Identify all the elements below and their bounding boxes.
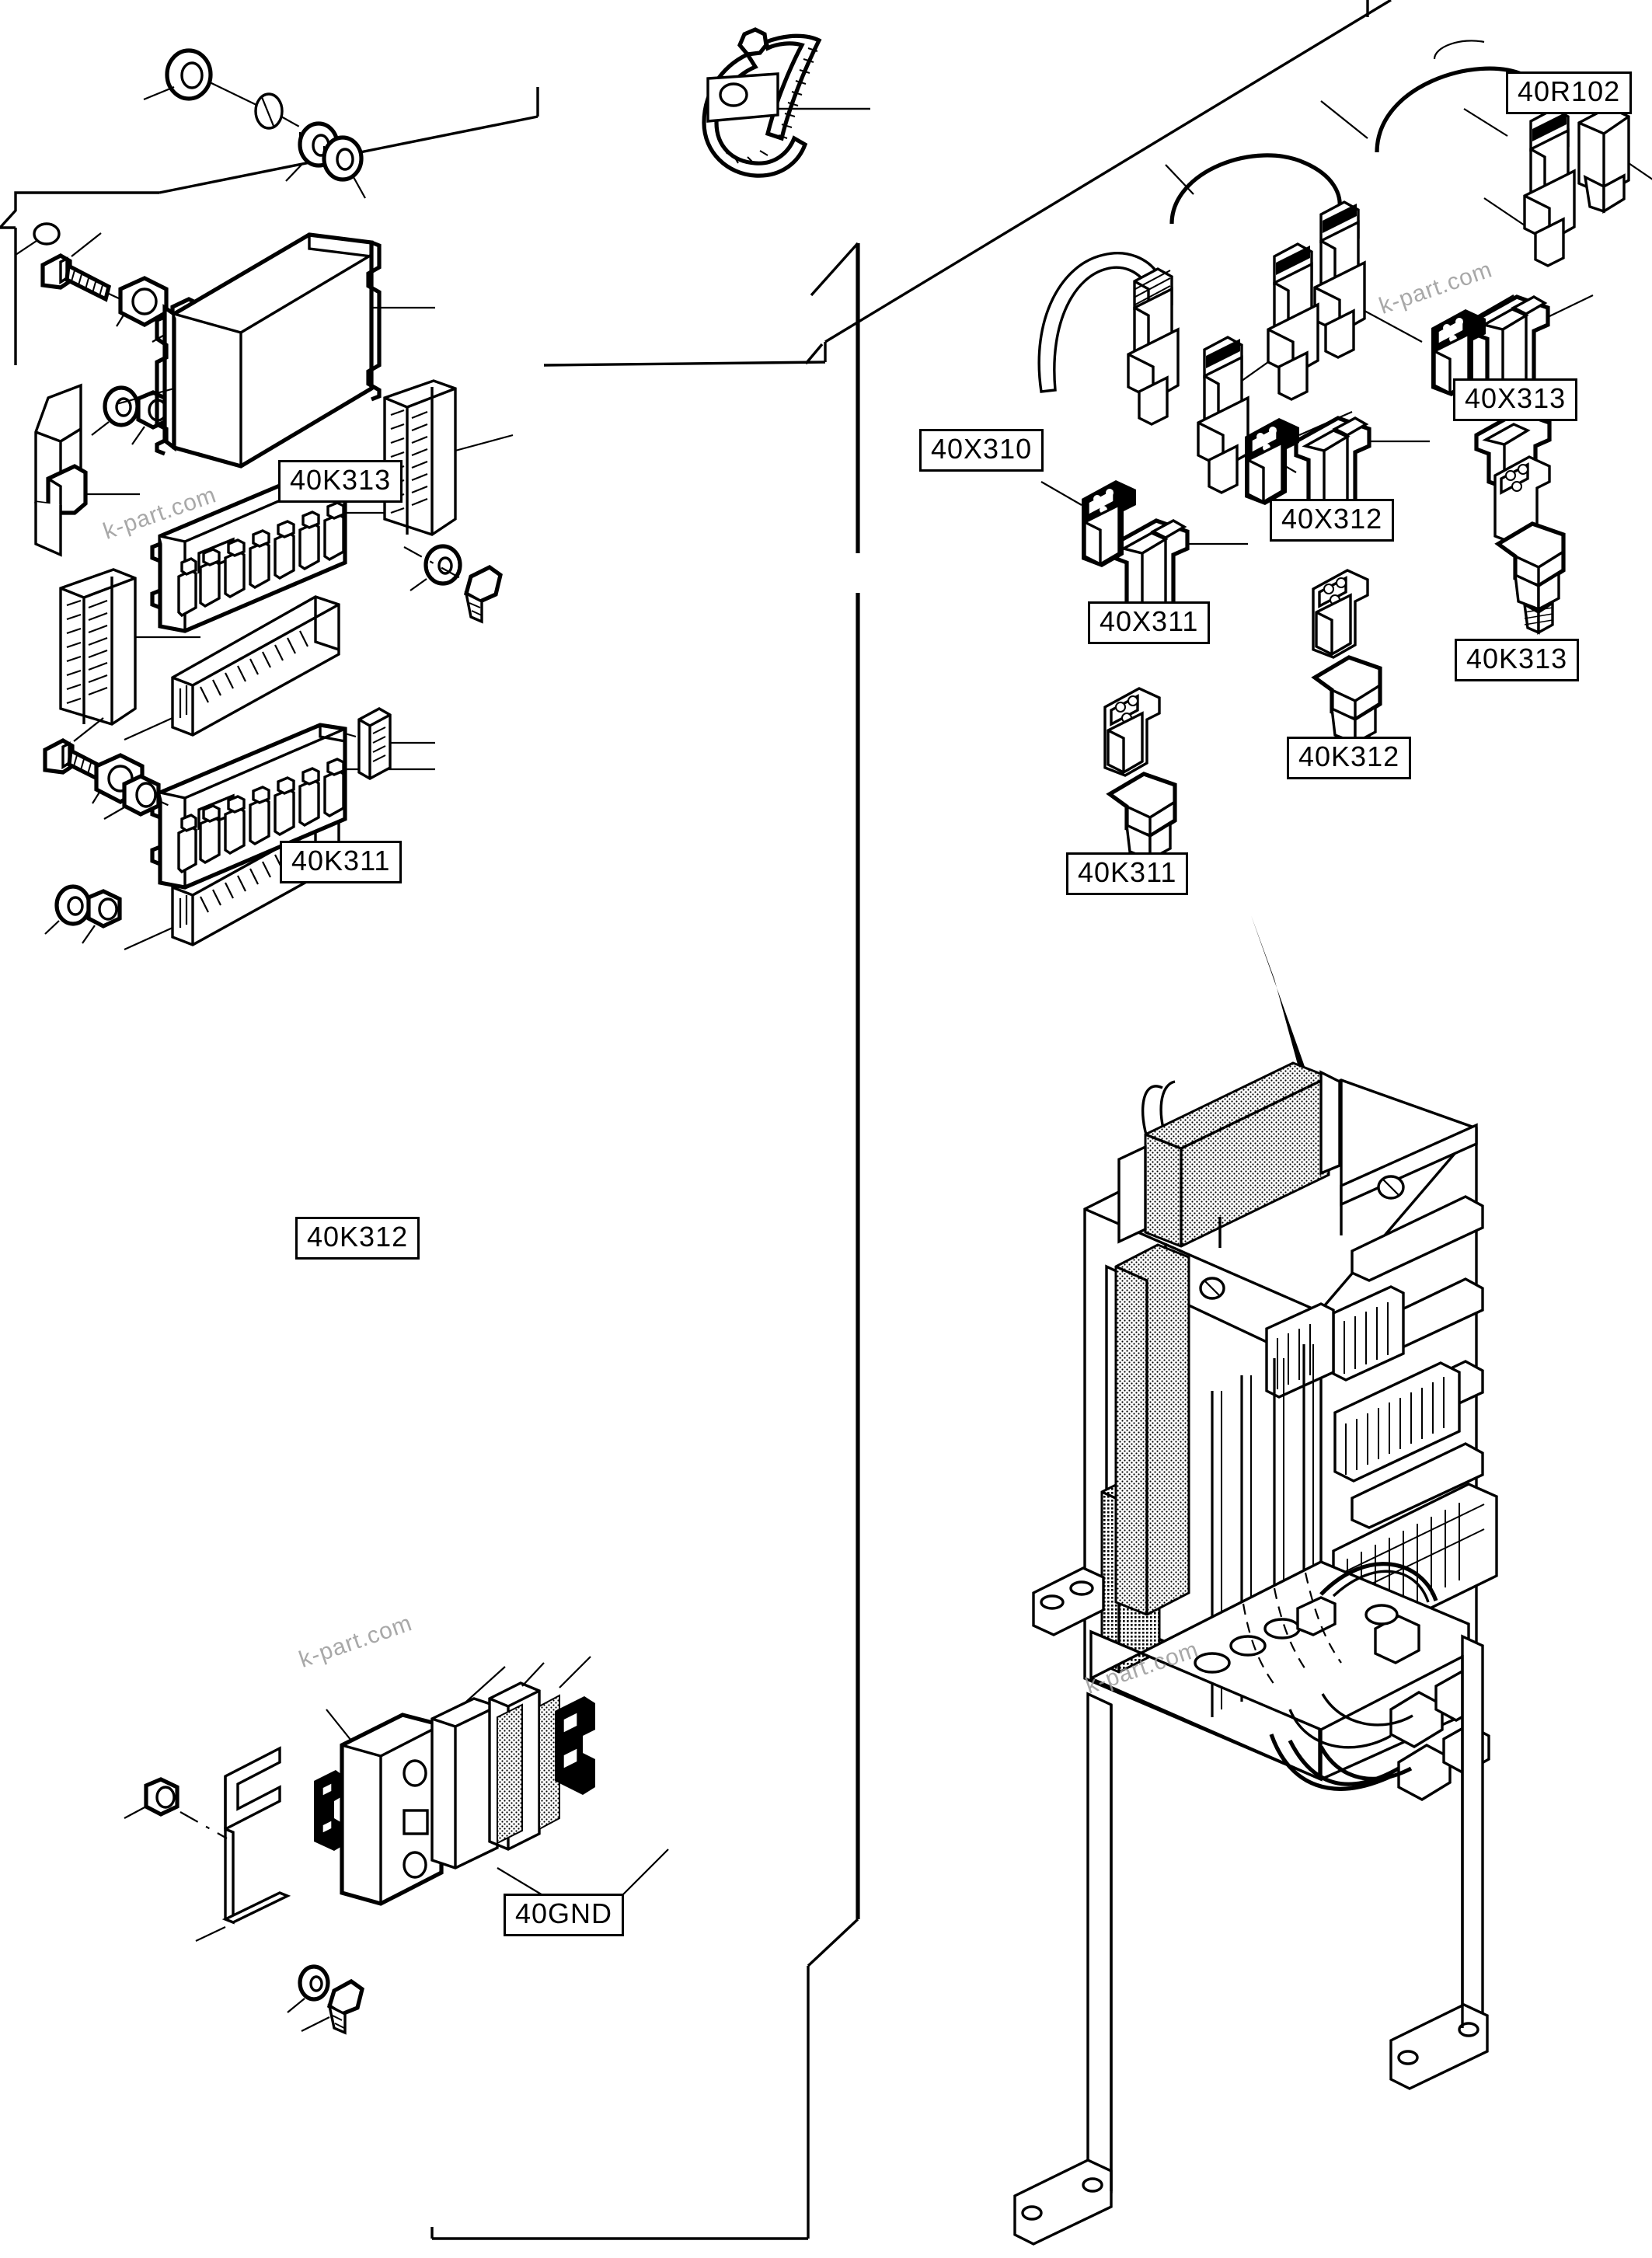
part-cable-conduit-elbow xyxy=(34,383,140,557)
callout-40k311-right[interactable]: 40K311 xyxy=(1066,852,1189,895)
receptacle-x311 xyxy=(1040,480,1136,567)
part-flat-washer-mid xyxy=(91,385,140,436)
part-cable-duct-vertical-right xyxy=(383,379,514,536)
callout-40k312-left[interactable]: 40K312 xyxy=(295,1217,420,1260)
relay-socket-x311 xyxy=(1103,687,1161,777)
part-flat-washer-duct xyxy=(410,544,462,591)
part-washer-pair-mid xyxy=(285,121,366,199)
sheet-divider xyxy=(543,0,1392,367)
callout-40r102[interactable]: 40R102 xyxy=(1506,71,1633,114)
callout-40x312-upper[interactable]: 40X312 xyxy=(1270,499,1395,542)
connector-plug-r102-right xyxy=(1483,107,1576,267)
callout-40k313-right[interactable]: 40K313 xyxy=(1455,639,1580,681)
part-jumper-cable-lower xyxy=(1165,153,1342,225)
part-flat-washer-top xyxy=(143,48,213,101)
connector-plug-x311-upper xyxy=(1219,242,1319,401)
receptacle-x312 xyxy=(1245,410,1353,505)
part-relay-module-40k313 xyxy=(116,232,435,469)
part-mounting-tab-plate xyxy=(706,72,870,123)
callout-40x313[interactable]: 40X313 xyxy=(1453,378,1578,421)
callout-40k313-left[interactable]: 40K313 xyxy=(278,460,403,503)
part-terminal-strip-40k312 xyxy=(150,723,435,890)
part-boot-cap-r102 xyxy=(1577,106,1652,214)
part-ground-terminal-40gnd xyxy=(314,1656,669,1906)
relay-socket-x312 xyxy=(1312,569,1369,659)
relay-body-k313 xyxy=(1494,521,1566,635)
part-tapping-screw-duct xyxy=(403,546,503,624)
part-grommet-hole xyxy=(15,222,61,256)
part-hex-nut-lower xyxy=(103,774,161,820)
cabinet-assembly xyxy=(1013,1061,1498,2246)
part-terminal-strip-40k311 xyxy=(150,466,435,633)
part-end-plate-small xyxy=(344,707,435,780)
callout-40k312-right[interactable]: 40K312 xyxy=(1287,737,1412,779)
part-tapping-screw-bottom xyxy=(301,1978,364,2035)
callout-40k311-left[interactable]: 40K311 xyxy=(280,841,403,883)
part-cable-duct-vertical-left xyxy=(59,568,200,726)
callout-40x311-upper[interactable]: 40X311 xyxy=(1088,601,1211,644)
part-washer-bottom-rail xyxy=(287,1964,330,2013)
part-flat-washer-bottom xyxy=(44,884,92,935)
callout-40x310[interactable]: 40X310 xyxy=(919,429,1044,472)
callout-40gnd[interactable]: 40GND xyxy=(504,1894,625,1936)
part-hex-nut-bottom xyxy=(82,889,122,944)
part-hex-nut-gnd xyxy=(124,1777,228,1839)
leader-r102 xyxy=(1463,108,1508,137)
panel-boundary-vertical xyxy=(430,242,860,2240)
relay-socket-x313 xyxy=(1493,455,1551,545)
part-cable-duct-horizontal-upper xyxy=(124,595,340,741)
connector-plug-x312-upper xyxy=(1313,200,1423,359)
cable-gland-set xyxy=(1194,1596,1420,1674)
connector-housing-x310 xyxy=(1127,267,1180,426)
part-din-rail-ground xyxy=(195,1746,291,1942)
leader-washer-top xyxy=(207,81,257,106)
part-pan-head-screw-top xyxy=(254,92,321,139)
